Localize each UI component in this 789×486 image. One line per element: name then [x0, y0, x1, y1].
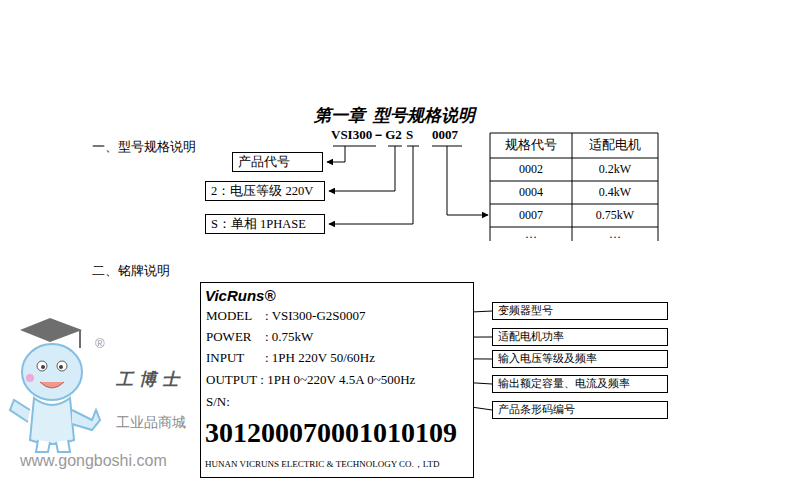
mascot-face: [22, 344, 82, 400]
watermark-mark: ®: [95, 336, 105, 352]
mascot-arm: [10, 400, 30, 422]
box-text: 输入电压等级及频率: [498, 352, 597, 365]
code-leaders: [327, 146, 488, 224]
box-text: 变频器型号: [498, 304, 553, 317]
model-code-part: VSI300－G2: [331, 127, 402, 143]
mascot-feet: [36, 440, 70, 452]
box-text: 输出额定容量、电流及频率: [498, 377, 630, 390]
table-cell: 0007: [490, 208, 572, 222]
mascot-tassel: [79, 330, 81, 348]
table-header: 适配电机: [572, 137, 658, 153]
mascot-cheek: [26, 374, 34, 382]
company-name: HUNAN VICRUNS ELECTRIC & TECHNOLOGY CO.，…: [205, 459, 440, 469]
plate-key: S/N:: [206, 395, 230, 410]
box-text: S：单相 1PHASE: [211, 217, 306, 232]
table-rule: [490, 133, 658, 241]
plate-value: : VSI300-G2S0007: [265, 309, 366, 324]
mascot-body: [30, 398, 74, 444]
table-cell: 0004: [490, 185, 572, 199]
mascot-pupil: [41, 365, 45, 369]
mascot-thumb: [72, 410, 100, 430]
table-cell: …: [490, 227, 572, 241]
table-header: 规格代号: [490, 137, 572, 153]
mascot-mouth: [40, 382, 64, 388]
leader-arrow: [329, 146, 395, 191]
box-text: 适配电机功率: [498, 330, 564, 343]
box-text: 产品条形码编号: [498, 403, 575, 416]
plate-row: OUTPUT : 1PH 0~220V 4.5A 0~500Hz: [206, 373, 415, 388]
watermark-brand: 工博士: [116, 370, 185, 390]
chapter-title: 第一章 型号规格说明: [0, 104, 789, 127]
callout-box: 变频器型号: [492, 302, 668, 320]
mascot-cap: [20, 318, 82, 342]
watermark-url: www.gongboshi.com: [20, 451, 167, 470]
mascot-eye: [37, 361, 47, 371]
code-box: S：单相 1PHASE: [205, 214, 325, 234]
leader-arrow: [327, 146, 345, 162]
mascot-watermark: [10, 318, 100, 452]
bracket-line: [333, 146, 376, 147]
model-code-part: 0007: [432, 127, 458, 143]
plate-key: MODEL: [206, 309, 252, 324]
plate-key: INPUT: [206, 351, 244, 366]
callout-box: 产品条形码编号: [492, 401, 668, 419]
callout-box: 适配电机功率: [492, 328, 668, 346]
model-code-part: S: [406, 127, 413, 143]
leader-arrow: [447, 146, 488, 215]
plate-key: POWER: [206, 330, 252, 345]
code-box: 产品代号: [232, 152, 323, 172]
spec-table: [490, 133, 658, 241]
plate-value: : 1PH 220V 50/60Hz: [265, 351, 375, 366]
mascot-eye: [57, 361, 67, 371]
code-box: 2：电压等级 220V: [205, 181, 325, 201]
table-cell: 0.2kW: [572, 162, 658, 176]
plate-value: : 0.75kW: [265, 330, 313, 345]
table-cell: …: [572, 227, 658, 241]
brand-logo: VicRuns®: [205, 287, 276, 304]
callout-box: 输入电压等级及频率: [492, 350, 668, 368]
mascot-pupil: [59, 365, 63, 369]
nameplate: VicRuns® MODEL : VSI300-G2S0007POWER : 0.75…: [200, 282, 474, 478]
table-cell: 0002: [490, 162, 572, 176]
leader-arrow: [329, 146, 413, 224]
table-cell: 0.75kW: [572, 208, 658, 222]
box-text: 2：电压等级 220V: [211, 184, 313, 199]
section-heading: 一、型号规格说明: [92, 139, 196, 155]
barcode-number: 301200070001010109: [205, 417, 457, 449]
watermark-text: 工业品商城: [116, 414, 186, 431]
section-heading: 二、铭牌说明: [92, 263, 170, 279]
callout-box: 输出额定容量、电流及频率: [492, 375, 668, 393]
box-text: 产品代号: [238, 154, 290, 170]
table-rule: [490, 133, 658, 227]
table-cell: 0.4kW: [572, 185, 658, 199]
